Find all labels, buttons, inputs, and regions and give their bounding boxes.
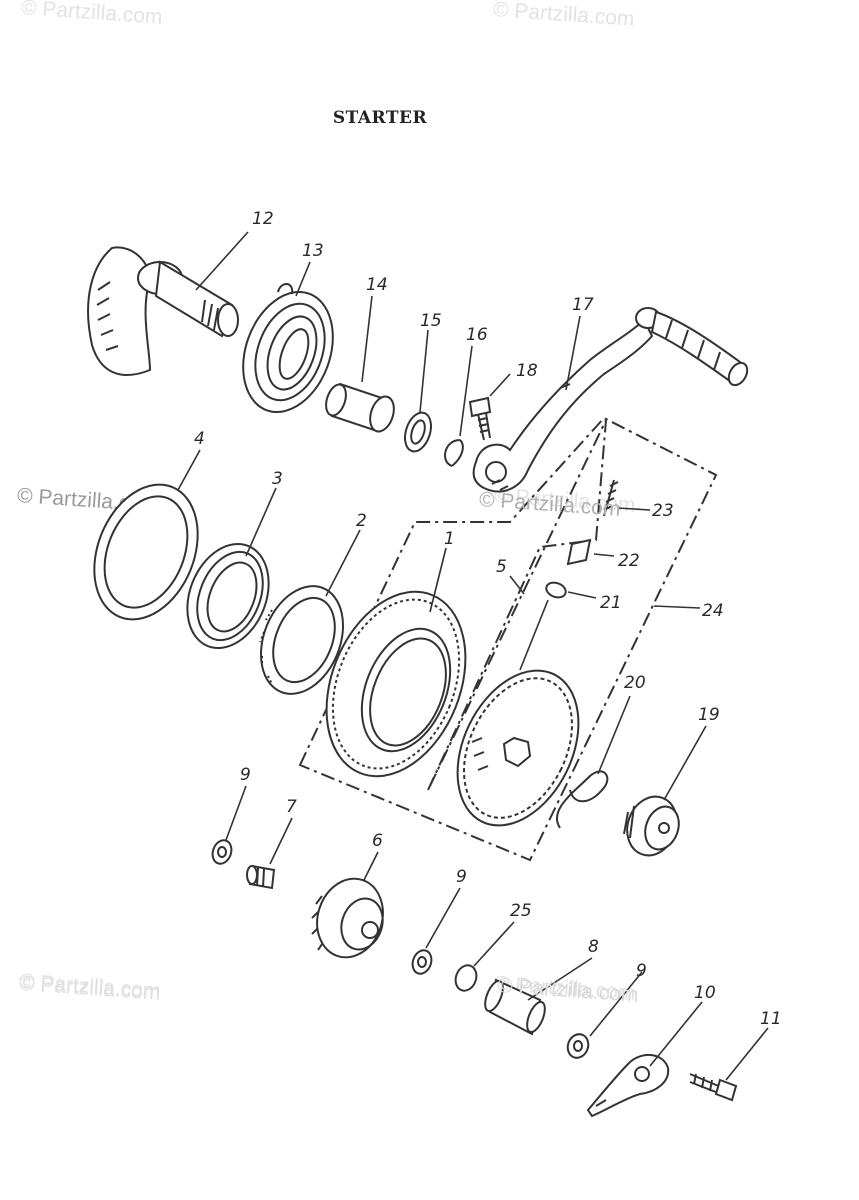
part-16-circlip xyxy=(444,439,464,467)
callout-label: 11 xyxy=(760,1009,782,1029)
part-9-washer xyxy=(566,1033,590,1059)
assembly-outline-outer xyxy=(298,416,718,862)
part-20-spring xyxy=(556,770,609,829)
callout-label: 7 xyxy=(286,797,297,817)
part-9-washer xyxy=(211,839,233,865)
part-23-spring xyxy=(603,479,619,517)
part-21-pin xyxy=(545,581,567,599)
callout-label: 8 xyxy=(588,937,599,957)
part-1-starter-gear xyxy=(325,590,467,778)
callout-label: 23 xyxy=(652,501,674,521)
part-6-idle-gear xyxy=(311,877,384,959)
part-14-collar xyxy=(325,382,395,433)
callout-label: 12 xyxy=(252,209,274,229)
callout-label: 20 xyxy=(624,673,646,693)
part-17-kick-arm xyxy=(472,307,749,493)
callout-label: 4 xyxy=(194,429,205,449)
callout-label: 17 xyxy=(572,295,594,315)
part-3-ring xyxy=(186,542,270,650)
part-19-guide xyxy=(623,795,680,857)
callout-label: 2 xyxy=(356,511,367,531)
part-2-bearing xyxy=(259,585,345,695)
part-13-spring xyxy=(242,283,334,414)
part-11-bolt xyxy=(689,1073,738,1102)
part-22-pin xyxy=(566,538,592,566)
callout-label: 5 xyxy=(496,557,507,577)
callout-label: 9 xyxy=(240,765,251,785)
callout-label: 9 xyxy=(636,961,647,981)
part-5-ratchet xyxy=(456,669,580,827)
callout-label: 9 xyxy=(456,867,467,887)
assembly-outline-inner xyxy=(427,419,607,791)
part-10-stopper xyxy=(586,1053,670,1118)
leader-lines xyxy=(177,231,769,1081)
part-7-needle-bearing xyxy=(246,864,276,890)
part-12-kick-shaft xyxy=(87,246,239,376)
callout-label: 16 xyxy=(466,325,488,345)
callout-label: 6 xyxy=(372,831,383,851)
callout-label: 10 xyxy=(694,983,716,1003)
callout-label: 15 xyxy=(420,311,442,331)
part-25-shim xyxy=(454,964,478,992)
callout-label: 19 xyxy=(698,705,720,725)
part-8-shaft xyxy=(484,978,546,1036)
callout-label: 1 xyxy=(444,529,455,549)
page-title: STARTER xyxy=(332,108,428,128)
callout-label: 18 xyxy=(516,361,538,381)
callout-label: 14 xyxy=(366,275,388,295)
callout-label: 24 xyxy=(702,601,724,621)
callout-labels: 12 13 14 15 16 17 18 4 3 2 1 5 23 22 21 … xyxy=(194,209,782,1029)
callout-label: 13 xyxy=(302,241,324,261)
callout-label: 22 xyxy=(618,551,640,571)
part-18-bolt xyxy=(468,396,492,441)
callout-label: 21 xyxy=(600,593,622,613)
callout-label: 3 xyxy=(272,469,283,489)
part-9-washer xyxy=(411,949,433,975)
part-4-seal-ring xyxy=(93,483,199,621)
part-15-washer xyxy=(404,411,432,453)
callout-label: 25 xyxy=(510,901,532,921)
